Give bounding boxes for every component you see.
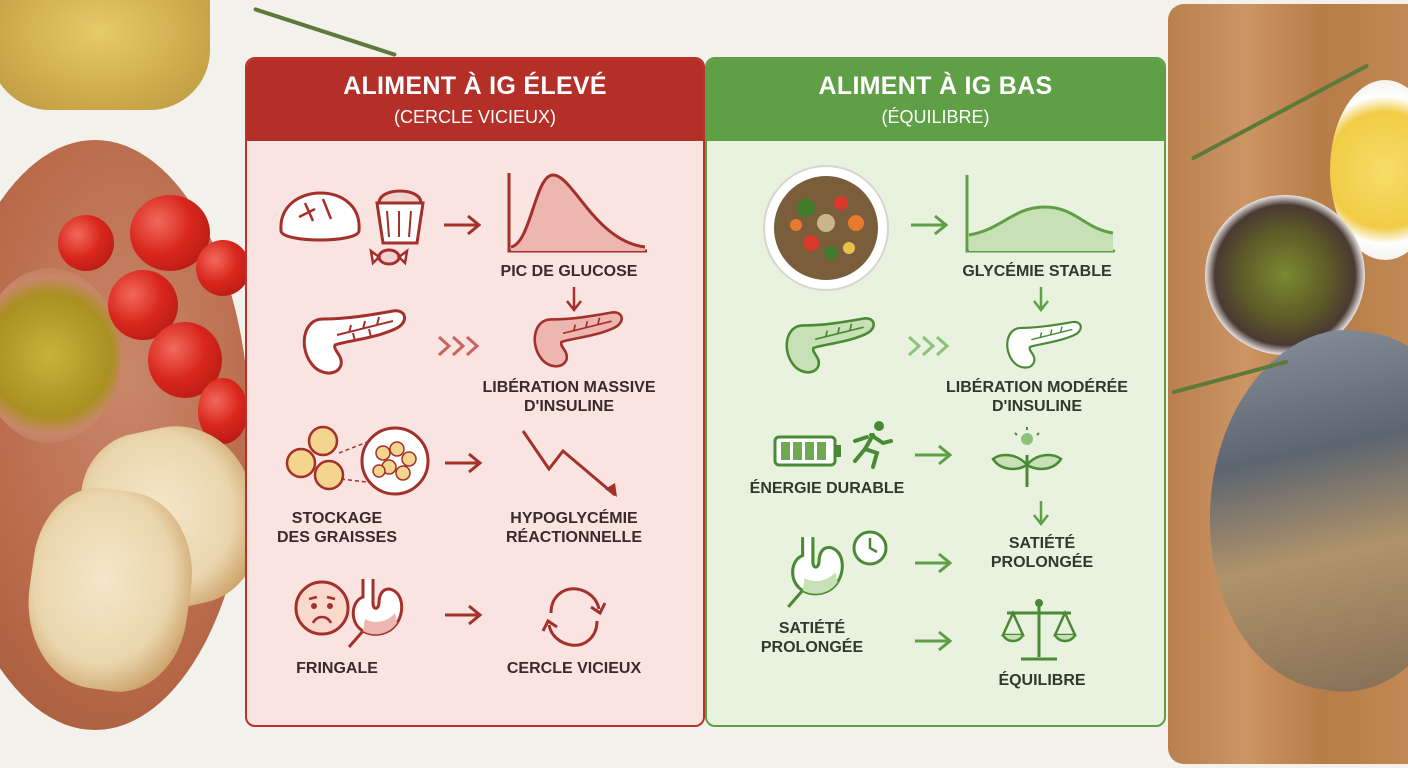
arrow-icon <box>915 444 953 466</box>
stomach-icon <box>787 537 844 608</box>
hypoglycemia-label-1: HYPOGLYCÉMIE <box>510 510 638 527</box>
satiety-label-right-1: SATIÉTÉ <box>1008 535 1076 552</box>
stable-glycemia-label: GLYCÉMIE STABLE <box>962 263 1112 280</box>
arrow-icon <box>445 452 483 474</box>
high-gi-header: ALIMENT À IG ÉLEVÉ (CERCLE VICIEUX) <box>247 59 703 141</box>
satiety-label-left-1: SATIÉTÉ <box>778 620 846 637</box>
down-arrow-icon <box>1033 287 1049 313</box>
clock-icon <box>852 530 888 566</box>
drop-chart-icon <box>521 430 617 497</box>
down-arrow-icon <box>1033 501 1049 527</box>
craving-label: FRINGALE <box>296 660 378 677</box>
low-gi-subtitle: (ÉQUILIBRE) <box>881 107 990 127</box>
bread-icon <box>279 191 361 242</box>
hypoglycemia-label-2: RÉACTIONNELLE <box>506 529 642 546</box>
high-gi-title: ALIMENT À IG ÉLEVÉ <box>343 72 607 100</box>
high-gi-panel: ALIMENT À IG ÉLEVÉ (CERCLE VICIEUX) PIC … <box>245 57 705 727</box>
triple-chevron-icon <box>907 335 950 357</box>
pancreas-icon <box>302 309 406 375</box>
low-gi-header: ALIMENT À IG BAS (ÉQUILIBRE) <box>707 59 1164 141</box>
sweets-icon <box>369 189 425 266</box>
fat-storage-label-2: DES GRAISSES <box>276 529 398 546</box>
stomach-icon <box>347 579 404 648</box>
high-gi-subtitle: (CERCLE VICIEUX) <box>393 107 557 127</box>
battery-icon <box>773 435 841 467</box>
olive-oil-bowl <box>0 268 120 443</box>
stable-curve-chart-icon <box>965 175 1115 253</box>
arrow-icon <box>445 604 483 626</box>
satiety-label-left-2: PROLONGÉE <box>760 639 864 656</box>
lentil-salad-icon <box>763 165 889 291</box>
glucose-spike-chart-icon <box>507 173 647 253</box>
tomato <box>196 240 250 296</box>
arrow-icon <box>911 214 949 236</box>
pancreas-icon <box>785 317 875 374</box>
moderate-insulin-label-2: D'INSULINE <box>991 398 1083 415</box>
vicious-circle-label: CERCLE VICIEUX <box>506 660 642 677</box>
arrow-icon <box>915 552 953 574</box>
runner-icon <box>853 421 893 469</box>
worried-face-icon <box>294 580 350 636</box>
moderate-insulin-label-1: LIBÉRATION MODÉRÉE <box>946 379 1128 396</box>
pancreas-icon <box>533 311 623 368</box>
down-arrow-icon <box>566 287 582 313</box>
olive-oil-glass <box>0 0 210 110</box>
glucose-peak-label: PIC DE GLUCOSE <box>500 263 638 280</box>
scale-icon <box>1001 599 1077 661</box>
lasting-energy-label: ÉNERGIE DURABLE <box>749 480 905 497</box>
triple-chevron-icon <box>437 335 480 357</box>
satiety-label-right-2: PROLONGÉE <box>990 554 1094 571</box>
insulin-release-label-2: D'INSULINE <box>523 398 615 415</box>
cycle-icon <box>541 587 607 647</box>
sprout-icon <box>991 427 1063 487</box>
balance-label: ÉQUILIBRE <box>998 672 1086 689</box>
low-gi-title: ALIMENT À IG BAS <box>818 72 1053 100</box>
low-gi-panel: ALIMENT À IG BAS (ÉQUILIBRE) GLYCÉMIE ST… <box>705 57 1166 727</box>
olive-bowl <box>1205 195 1365 355</box>
pancreas-icon <box>1006 320 1082 369</box>
arrow-icon <box>915 630 953 652</box>
arrow-icon <box>444 214 482 236</box>
fat-cells-icon <box>285 425 430 496</box>
tomato <box>58 215 114 271</box>
fat-storage-label-1: STOCKAGE <box>291 510 383 527</box>
herb-sprig <box>253 6 397 58</box>
insulin-release-label-1: LIBÉRATION MASSIVE <box>482 379 656 396</box>
